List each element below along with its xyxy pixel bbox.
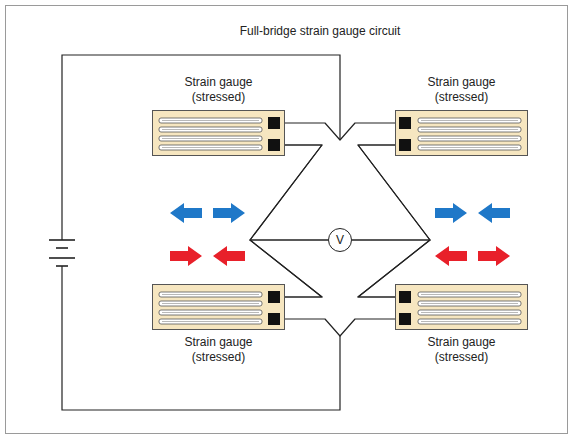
strain-gauge: Strain gauge (stressed): [152, 284, 285, 330]
meter-letter: V: [336, 233, 344, 248]
voltmeter-symbol: V: [328, 228, 352, 252]
diagram-title: Full-bridge strain gauge circuit: [180, 24, 460, 39]
supply-wire: [62, 55, 340, 240]
gauge-label: Strain gauge (stressed): [407, 335, 517, 365]
gauge-label: Strain gauge (stressed): [407, 75, 517, 105]
gauge-grid: [396, 111, 527, 155]
gauge-label: Strain gauge (stressed): [164, 335, 274, 365]
bridge-wire: [285, 319, 395, 336]
frame-border: [6, 6, 568, 434]
bridge-wire: [285, 123, 395, 140]
bridge-wire: [250, 145, 322, 297]
strain-gauge: Strain gauge (stressed): [395, 110, 528, 156]
gauge-grid: [153, 285, 284, 329]
gauge-grid: [396, 285, 527, 329]
gauge-label: Strain gauge (stressed): [164, 75, 274, 105]
compression-arrows: [170, 203, 510, 223]
bridge-wire: [250, 145, 328, 240]
bridge-wire: [358, 145, 430, 297]
battery-symbol: [49, 240, 75, 266]
supply-wire: [62, 266, 340, 410]
gauge-grid: [153, 111, 284, 155]
bridge-wire: [352, 145, 430, 240]
strain-gauge: Strain gauge (stressed): [395, 284, 528, 330]
strain-gauge: Strain gauge (stressed): [152, 110, 285, 156]
